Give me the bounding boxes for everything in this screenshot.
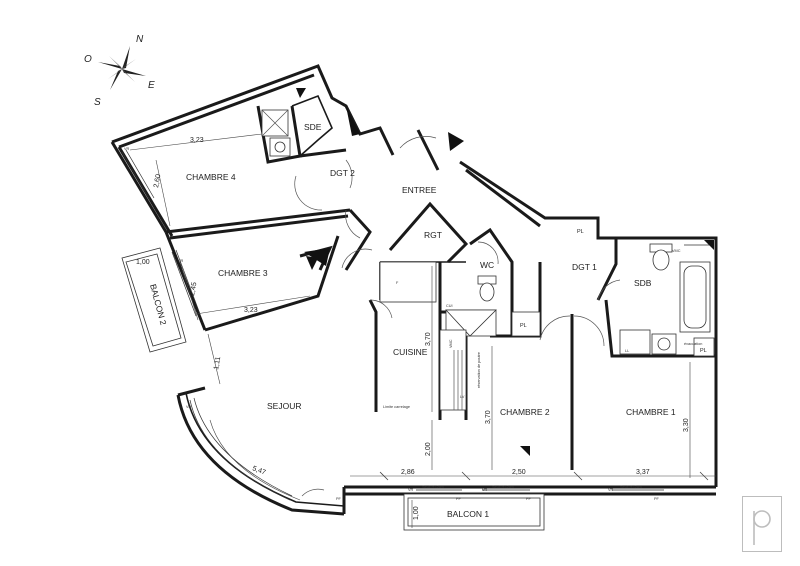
dim-ch2-depth: 3,70 [485,410,492,424]
label-limite-carrelage: Limite carrelage [383,405,410,409]
dim-balcon2-width: 1,00 [136,259,150,266]
room-label-rgt: RGT [424,230,442,240]
balcon-2 [121,247,187,353]
label-pf-1: PF [456,497,462,501]
compass-rose-icon [98,46,146,90]
label-vmc-kitchen: VMC [449,339,453,348]
dim-kitchen-lower: 2,00 [425,442,432,456]
dim-ch4-width: 3,23 [190,137,204,144]
room-label-dgt-1: DGT 1 [572,262,597,272]
dim-ch4-depth: 2,60 [153,174,162,189]
room-label-chambre-4: CHAMBRE 4 [186,172,236,182]
dim-bottom-c: 3,37 [636,469,650,476]
compass-east-label: E [148,80,155,91]
windows [121,149,710,501]
fixtures [261,88,715,456]
label-vr-2: VR [482,488,488,492]
label-vr-1: VR [408,488,414,492]
compass-north-label: N [136,34,144,45]
room-label-entree: ENTREE [402,185,437,195]
dim-ch3-depth: 2,45 [189,282,198,297]
dim-kitchen-depth: 3,70 [425,332,432,346]
dim-bottom-b: 2,50 [512,469,526,476]
label-vmc-sdb: VMC [672,249,681,253]
label-ll: LL [625,349,629,353]
label-evacuation: évacuation [684,342,702,346]
room-label-chambre-3: CHAMBRE 3 [218,268,268,278]
label-vr-ch3: VR [178,259,184,263]
balcon-1 [403,493,545,531]
dimension-lines [129,133,716,528]
dim-bottom-a: 2,86 [401,469,415,476]
dim-ch1-depth: 3,30 [683,418,690,432]
label-vr-3: VR [608,488,614,492]
label-pl-top: PL [577,229,584,235]
room-label-sejour: SEJOUR [267,401,301,411]
p-logo-icon [753,510,771,545]
label-lv: LV [460,395,465,399]
label-cui: CUI [446,304,453,308]
room-label-sde: SDE [304,122,322,132]
room-label-sdb: SDB [634,278,652,288]
agency-logo [742,496,782,552]
room-label-dgt-2: DGT 2 [330,168,355,178]
label-seuil-3: Seuil H=2cm [620,485,642,489]
label-seuil-1: Seuil H=2cm [422,485,444,489]
label-pl-sdb: PL [700,348,707,354]
label-reservation: réservation de poutre [477,352,481,388]
room-label-chambre-2: CHAMBRE 2 [500,407,550,417]
compass-west-label: O [84,54,92,65]
label-pl-wc: PL [520,323,527,329]
label-pf-2: PF [526,497,532,501]
label-vr-ch4: VR [124,147,130,151]
compass-south-label: S [94,97,101,108]
dim-balcon1-depth: 1,00 [413,506,420,520]
dim-sejour-arc: 5,47 [251,465,266,476]
label-pf-sejour: PF [336,497,342,501]
dim-sejour-depth: 1,11 [213,356,222,370]
door-swings [294,136,621,497]
label-pf-3: PF [654,497,660,501]
label-vr-sejour: VR [186,405,192,409]
room-label-chambre-1: CHAMBRE 1 [626,407,676,417]
label-f: F [396,281,399,285]
dim-ch3-width: 3,23 [244,307,258,314]
room-label-balcon-1: BALCON 1 [447,509,489,519]
label-seuil-2: Seuil H=2cm [492,485,514,489]
entrance-arrow-icon [448,132,464,151]
room-label-cuisine: CUISINE [393,347,428,357]
room-label-wc: WC [480,260,494,270]
